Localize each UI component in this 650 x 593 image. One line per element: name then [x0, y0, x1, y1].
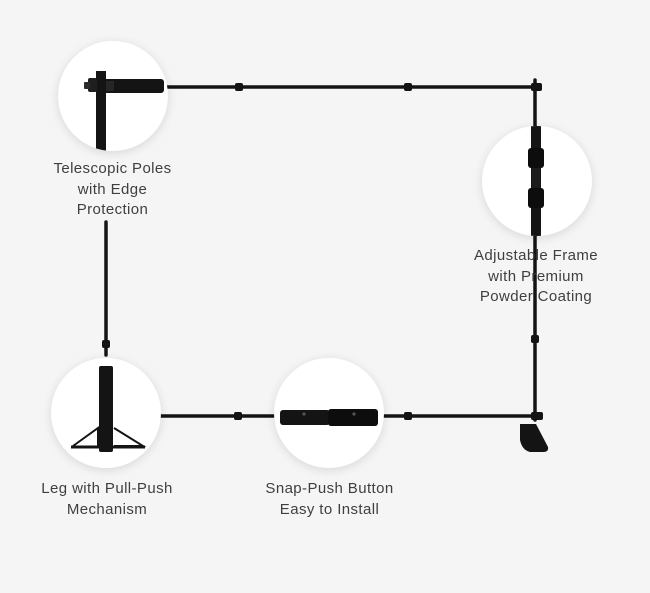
top-joint-2 [404, 83, 412, 91]
adjustable-frame-detail [482, 126, 592, 236]
caption-line: with Edge [77, 180, 148, 198]
caption-line: Mechanism [66, 500, 148, 518]
top-right-cap [531, 83, 542, 91]
bottom-joint-1 [234, 412, 242, 420]
top-joint-1 [235, 83, 243, 91]
telescopic-pole-detail [58, 41, 168, 151]
caption-line: Telescopic Poles [53, 160, 172, 177]
caption-line: Powder Coating [479, 288, 593, 305]
caption-line: Leg with Pull-Push [41, 480, 173, 497]
right-joint [531, 335, 539, 343]
caption-line: Protection [76, 201, 149, 218]
leg-mechanism-caption: Leg with Pull-Push Mechanism [22, 479, 192, 520]
adjustable-frame-caption: Adjustable Frame with Premium Powder Coa… [452, 246, 620, 308]
caption-line: Adjustable Frame [474, 247, 598, 264]
snap-push-button-detail [274, 358, 384, 468]
caption-line: Easy to Install [279, 500, 380, 518]
caption-line: with Premium [488, 267, 584, 285]
left-joint [102, 340, 110, 348]
bottom-right-cap [531, 412, 543, 420]
telescopic-poles-caption: Telescopic Poles with Edge Protection [30, 159, 195, 221]
snap-push-button-caption: Snap-Push Button Easy to Install [247, 479, 412, 520]
caption-line: Snap-Push Button [265, 480, 394, 497]
leg-mechanism-detail [51, 358, 161, 468]
bottom-joint-2 [404, 412, 412, 420]
right-foot-base [520, 424, 549, 452]
